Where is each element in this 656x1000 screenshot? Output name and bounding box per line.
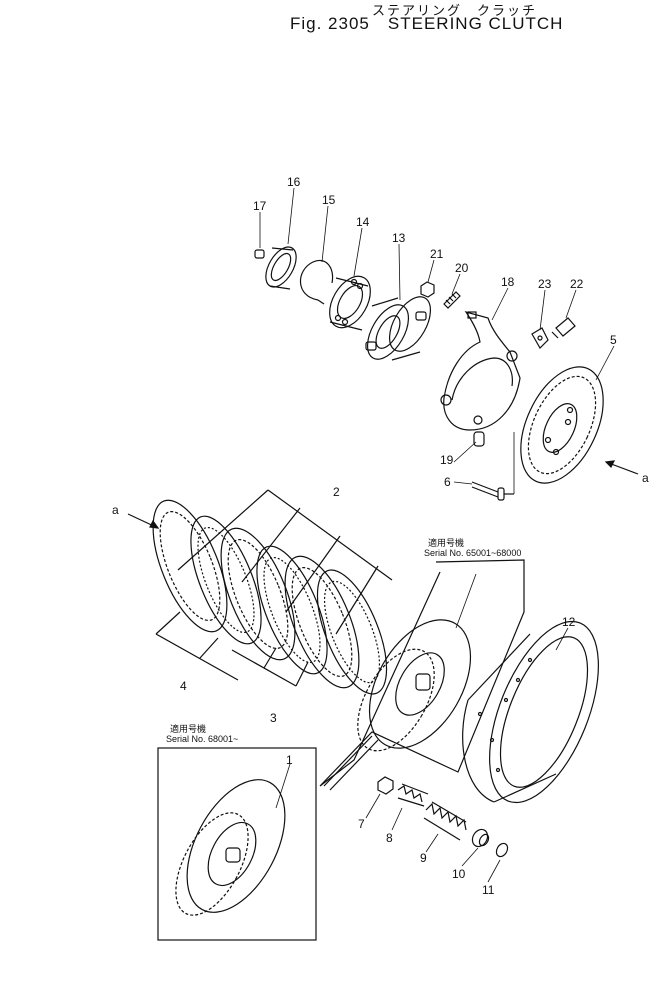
part-7-nut [377,776,394,795]
callout-12: 12 [562,615,576,629]
title-japanese: ステアリング クラッチ [372,3,538,18]
parts-2-3-4-clutch-discs [152,499,388,695]
callout-22: 22 [570,277,584,291]
part-13-collar [365,296,432,361]
part-14-bearing [329,275,371,331]
callout-4: 4 [180,679,187,693]
callout-11: 11 [482,883,495,897]
part-15-snap-ring [299,259,334,305]
part-22-bolt [551,317,576,339]
callout-21: 21 [430,247,444,261]
serial-upper-jp: 適用号機 [428,537,464,548]
callout-2: 2 [333,485,340,499]
callout-14: 14 [356,215,370,229]
callout-7: 7 [358,817,365,831]
view-arrow-right [604,460,639,475]
part-5-drum-plate [520,366,604,484]
callout-5: 5 [610,333,617,347]
part-1-hub-upper [357,619,472,752]
callout-8: 8 [386,831,393,845]
leader-shaft [323,735,379,791]
bracket-2 [177,489,393,635]
callout-17: 17 [253,199,267,213]
callout-1: 1 [286,753,293,767]
callout-10: 10 [452,867,466,881]
part-8-spring [397,783,429,807]
serial-upper: Serial No. 65001~68000 [424,548,521,558]
callout-20: 20 [455,261,469,275]
part-6-bolt [471,481,514,501]
callout-19: 19 [440,453,454,467]
leader-lines [259,187,615,883]
part-17-plug [254,249,265,259]
figure-title: Fig. 2305 STEERING CLUTCH [290,14,581,34]
serial-lower-jp: 適用号機 [170,723,206,734]
callout-18: 18 [501,275,515,289]
callout-9: 9 [420,851,427,865]
serial-box-lower [157,747,317,941]
figure-name: STEERING CLUTCH [387,14,564,33]
bracket-4 [155,611,239,681]
serial-box-upper [319,559,525,787]
part-20-bolt [443,291,461,309]
figure-number: Fig. 2305 [290,14,370,33]
part-9-spring [423,801,467,841]
part-1-hub-lower [175,779,286,916]
callout-3: 3 [270,711,277,725]
callout-13: 13 [392,231,406,245]
serial-lower: Serial No. 68001~ [166,734,238,744]
part-23-lock-plate [531,327,549,349]
view-arrow-left [127,513,160,529]
callout-6: 6 [444,475,451,489]
bracket-3 [231,647,309,687]
part-10-washer [471,828,490,848]
part-18-yoke [440,310,521,431]
callout-23: 23 [538,277,552,291]
view-marker-left: a [112,503,119,517]
view-marker-right: a [642,471,649,485]
callout-16: 16 [287,175,301,189]
part-12-drum [462,620,599,804]
part-19-pin [473,431,485,447]
part-16-seal [265,246,297,290]
part-11-nut [495,842,509,858]
callout-15: 15 [322,193,336,207]
part-21-nut [420,281,435,298]
